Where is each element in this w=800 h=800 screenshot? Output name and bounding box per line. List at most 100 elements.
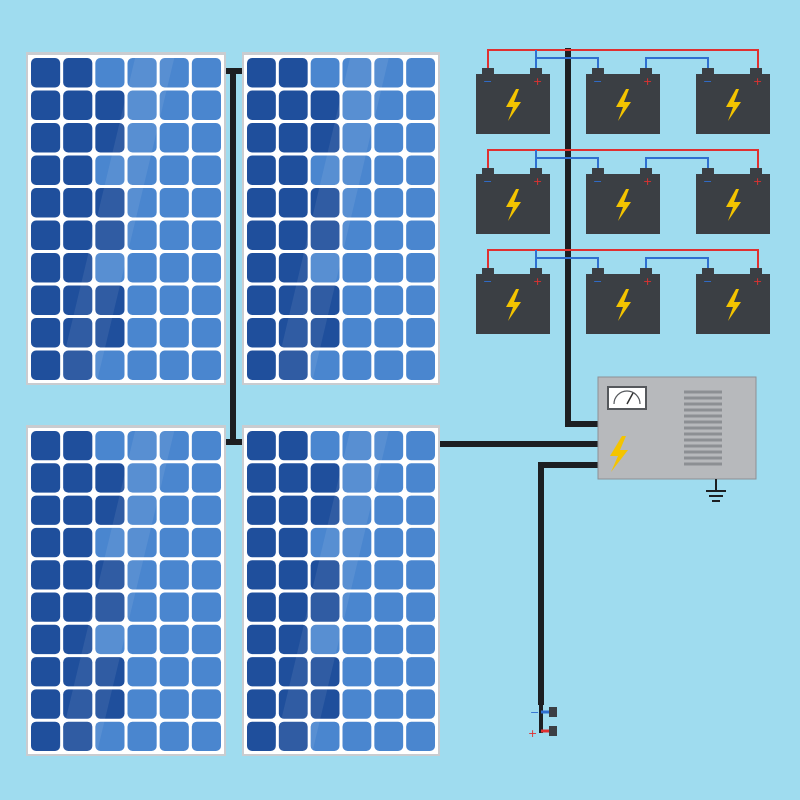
negative-symbol: − <box>703 175 712 188</box>
solar-cell <box>310 58 340 88</box>
solar-cell <box>191 155 221 185</box>
solar-cell <box>406 721 435 751</box>
panel-top-left <box>26 52 226 385</box>
solar-cell <box>247 318 276 348</box>
solar-cell <box>63 220 93 250</box>
solar-cell <box>278 689 308 719</box>
solar-cell <box>247 495 276 525</box>
solar-cell <box>342 689 372 719</box>
battery-terminal-positive <box>640 168 652 175</box>
solar-cell <box>191 285 221 315</box>
solar-cell <box>310 689 340 719</box>
solar-cell <box>247 350 276 380</box>
solar-cell <box>191 318 221 348</box>
positive-label: + <box>528 727 537 740</box>
solar-cell <box>406 431 435 461</box>
solar-cell <box>406 155 435 185</box>
solar-cell <box>247 123 276 153</box>
battery-bank: −+−+−+−+−+−+−+−+−+ <box>476 49 770 334</box>
solar-cell <box>127 155 157 185</box>
solar-cell <box>31 285 61 315</box>
solar-cell <box>406 657 435 687</box>
solar-cell <box>159 527 189 558</box>
battery-terminal-positive <box>750 168 762 175</box>
positive-symbol: + <box>643 275 652 288</box>
solar-cell <box>278 318 308 348</box>
solar-cell <box>31 431 61 461</box>
battery-terminal-positive <box>750 268 762 275</box>
solar-cell <box>31 155 61 185</box>
solar-cell <box>63 495 93 525</box>
solar-cell <box>342 527 372 558</box>
solar-cell <box>310 624 340 655</box>
solar-cell <box>342 253 372 283</box>
solar-cell <box>63 624 93 655</box>
solar-cell <box>95 624 125 655</box>
positive-symbol: + <box>753 75 762 88</box>
solar-cell <box>310 253 340 283</box>
solar-cell <box>191 123 221 153</box>
solar-cell <box>310 463 340 493</box>
solar-cell <box>310 527 340 558</box>
solar-cell <box>63 123 93 153</box>
solar-cell <box>95 721 125 751</box>
solar-cell <box>278 253 308 283</box>
positive-symbol: + <box>643 175 652 188</box>
battery: −+ <box>476 268 550 334</box>
battery-terminal-negative <box>702 268 714 275</box>
negative-symbol: − <box>483 275 492 288</box>
solar-cell <box>278 58 308 88</box>
solar-cell <box>127 220 157 250</box>
solar-cell <box>406 689 435 719</box>
solar-cell <box>191 58 221 88</box>
battery-row-wiring <box>487 49 759 74</box>
solar-cell <box>127 123 157 153</box>
solar-cell <box>374 560 404 590</box>
solar-cell <box>127 285 157 315</box>
solar-cell <box>374 253 404 283</box>
solar-cell <box>95 350 125 380</box>
solar-cell <box>159 657 189 687</box>
solar-cell <box>342 721 372 751</box>
gauge-icon <box>607 386 647 410</box>
solar-cell <box>278 657 308 687</box>
solar-cell <box>127 527 157 558</box>
solar-cell <box>31 624 61 655</box>
solar-cell <box>31 188 61 218</box>
solar-cell <box>63 318 93 348</box>
solar-cell <box>191 350 221 380</box>
solar-cell <box>31 560 61 590</box>
solar-cell <box>159 123 189 153</box>
solar-cell <box>127 318 157 348</box>
solar-cell <box>374 657 404 687</box>
solar-cell <box>159 285 189 315</box>
solar-cell <box>31 527 61 558</box>
solar-cell <box>406 123 435 153</box>
solar-cell <box>247 721 276 751</box>
controller-vent <box>684 390 722 466</box>
panel-glare <box>57 428 175 754</box>
solar-cell <box>63 90 93 120</box>
battery-row-wiring <box>487 249 759 274</box>
solar-cell <box>191 495 221 525</box>
solar-cell <box>191 220 221 250</box>
solar-cell <box>310 431 340 461</box>
solar-cell <box>342 90 372 120</box>
solar-cell <box>63 560 93 590</box>
solar-cell <box>278 624 308 655</box>
negative-terminal <box>549 707 557 717</box>
solar-cell <box>374 721 404 751</box>
battery-terminal-negative <box>592 68 604 75</box>
solar-cell <box>310 90 340 120</box>
solar-cell <box>247 188 276 218</box>
positive-symbol: + <box>753 175 762 188</box>
solar-cell <box>127 624 157 655</box>
lightning-bolt-icon <box>506 289 521 321</box>
solar-cell <box>342 285 372 315</box>
battery-terminal-negative <box>702 68 714 75</box>
solar-cell <box>63 285 93 315</box>
battery: −+ <box>696 168 770 234</box>
lightning-bolt-icon <box>506 189 521 221</box>
solar-cell <box>278 527 308 558</box>
solar-cell <box>342 318 372 348</box>
